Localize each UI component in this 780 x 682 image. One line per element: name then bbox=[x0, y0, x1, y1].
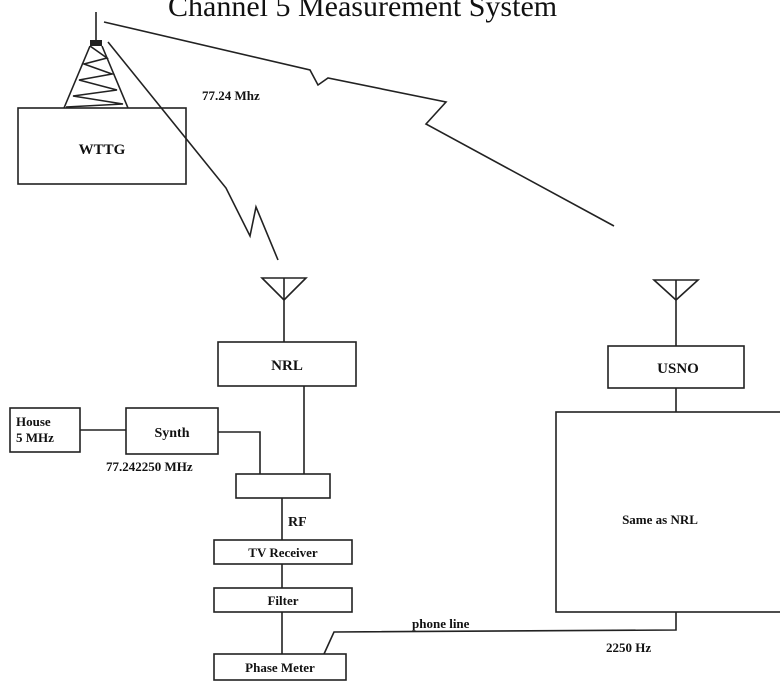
same-as-nrl-box bbox=[555, 411, 780, 613]
beat-freq-label: 2250 Hz bbox=[606, 640, 651, 655]
radio-link-usno bbox=[103, 21, 615, 227]
filter-label: Filter bbox=[267, 593, 298, 608]
nrl-box bbox=[217, 341, 357, 387]
synth-label: Synth bbox=[154, 426, 189, 441]
usno-label: USNO bbox=[657, 361, 699, 377]
broadcast-freq-label: 77.24 Mhz bbox=[202, 88, 260, 103]
phone-line-label: phone line bbox=[412, 616, 470, 631]
synth-freq-label: 77.242250 MHz bbox=[106, 459, 193, 474]
house-label-line2: 5 MHz bbox=[16, 430, 54, 445]
nrl-antenna-icon bbox=[260, 277, 308, 342]
tower-icon bbox=[63, 12, 129, 109]
filter-box bbox=[213, 587, 353, 613]
rf-label: RF bbox=[288, 515, 307, 530]
mixer-box bbox=[235, 473, 331, 499]
wttg-label: WTTG bbox=[79, 142, 126, 158]
wttg-box bbox=[17, 107, 187, 185]
phase-meter-box bbox=[213, 653, 347, 681]
usno-antenna-icon bbox=[651, 279, 701, 346]
tv-receiver-label: TV Receiver bbox=[248, 545, 318, 560]
same-as-nrl-label: Same as NRL bbox=[622, 512, 698, 527]
synth-box bbox=[125, 407, 219, 455]
phone-line bbox=[323, 612, 677, 655]
house-5mhz-box bbox=[9, 407, 81, 453]
nrl-label: NRL bbox=[271, 358, 303, 374]
diagram-title: Channel 5 Measurement System bbox=[168, 0, 557, 23]
tv-receiver-box bbox=[213, 539, 353, 565]
usno-box bbox=[607, 345, 745, 389]
house-label-line1: House bbox=[16, 414, 51, 429]
radio-link-nrl bbox=[107, 41, 279, 261]
phase-meter-label: Phase Meter bbox=[245, 660, 315, 675]
